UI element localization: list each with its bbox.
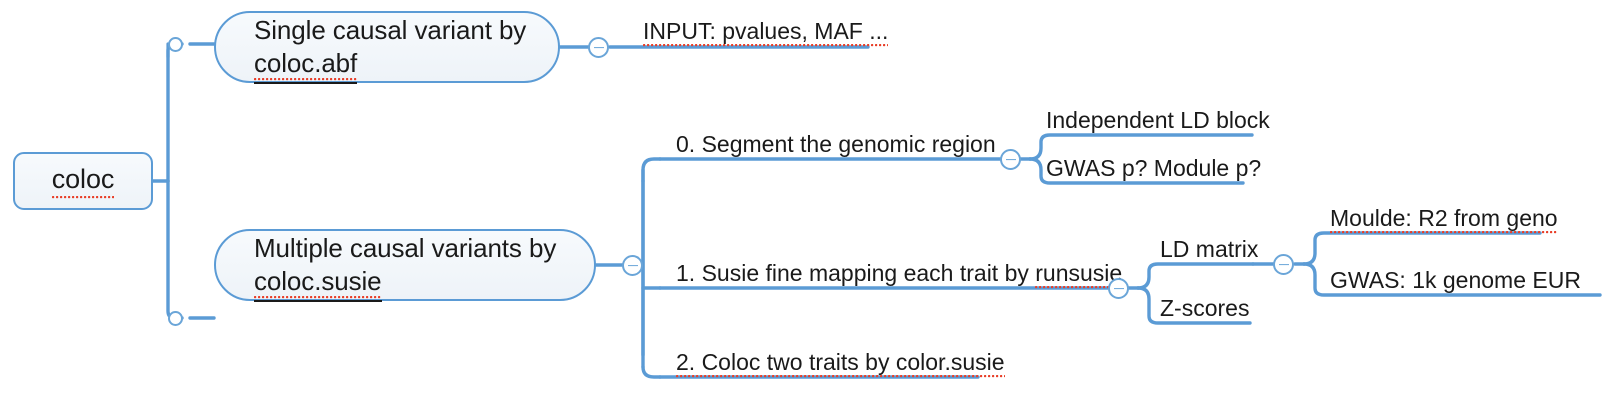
collapse-toggle-ld-matrix[interactable]	[1273, 254, 1294, 275]
collapse-toggle-step0[interactable]	[1000, 149, 1021, 170]
leaf-z-scores-label: Z-scores	[1160, 295, 1250, 321]
leaf-ld-matrix[interactable]: LD matrix	[1160, 236, 1258, 264]
branch-dot-abf[interactable]	[168, 37, 183, 52]
leaf-step1-susie-finemapping-label: 1. Susie fine mapping each trait by runs…	[676, 260, 1123, 290]
leaf-gwas-1k-genome[interactable]: GWAS: 1k genome EUR	[1330, 267, 1581, 295]
leaf-step2-coloc-two-traits-label: 2. Coloc two traits by color.susie	[676, 349, 1005, 379]
node-multiple-causal-variants-label-second-line: coloc.susie	[254, 266, 382, 302]
collapse-toggle-abf[interactable]	[588, 37, 609, 58]
leaf-moulde-r2[interactable]: Moulde: R2 from geno	[1330, 205, 1558, 235]
leaf-gwas-module-p-label: GWAS p? Module p?	[1046, 155, 1262, 181]
leaf-independent-ld-block-label: Independent LD block	[1046, 107, 1270, 133]
leaf-abf-input-label: INPUT: pvalues, MAF ...	[643, 18, 889, 48]
root-node-label: coloc	[51, 161, 114, 201]
leaf-moulde-r2-label: Moulde: R2 from geno	[1330, 205, 1558, 235]
collapse-toggle-step1[interactable]	[1108, 278, 1129, 299]
leaf-step0-segment-label: 0. Segment the genomic region	[676, 131, 996, 157]
leaf-ld-matrix-label: LD matrix	[1160, 236, 1259, 262]
leaf-step0-segment[interactable]: 0. Segment the genomic region	[676, 131, 996, 159]
leaf-gwas-module-p[interactable]: GWAS p? Module p?	[1046, 155, 1261, 183]
root-node[interactable]: coloc	[13, 152, 153, 210]
collapse-toggle-susie[interactable]	[622, 255, 643, 276]
branch-dot-susie[interactable]	[168, 311, 183, 326]
leaf-independent-ld-block[interactable]: Independent LD block	[1046, 107, 1270, 135]
leaf-gwas-1k-genome-label: GWAS: 1k genome EUR	[1330, 267, 1581, 293]
leaf-step1-susie-finemapping[interactable]: 1. Susie fine mapping each trait by runs…	[676, 260, 1123, 290]
leaf-z-scores[interactable]: Z-scores	[1160, 295, 1249, 323]
node-single-causal-variant-label-second-line: coloc.abf	[254, 48, 357, 84]
leaf-abf-input[interactable]: INPUT: pvalues, MAF ...	[643, 18, 889, 48]
leaf-step2-coloc-two-traits[interactable]: 2. Coloc two traits by color.susie	[676, 349, 1005, 379]
